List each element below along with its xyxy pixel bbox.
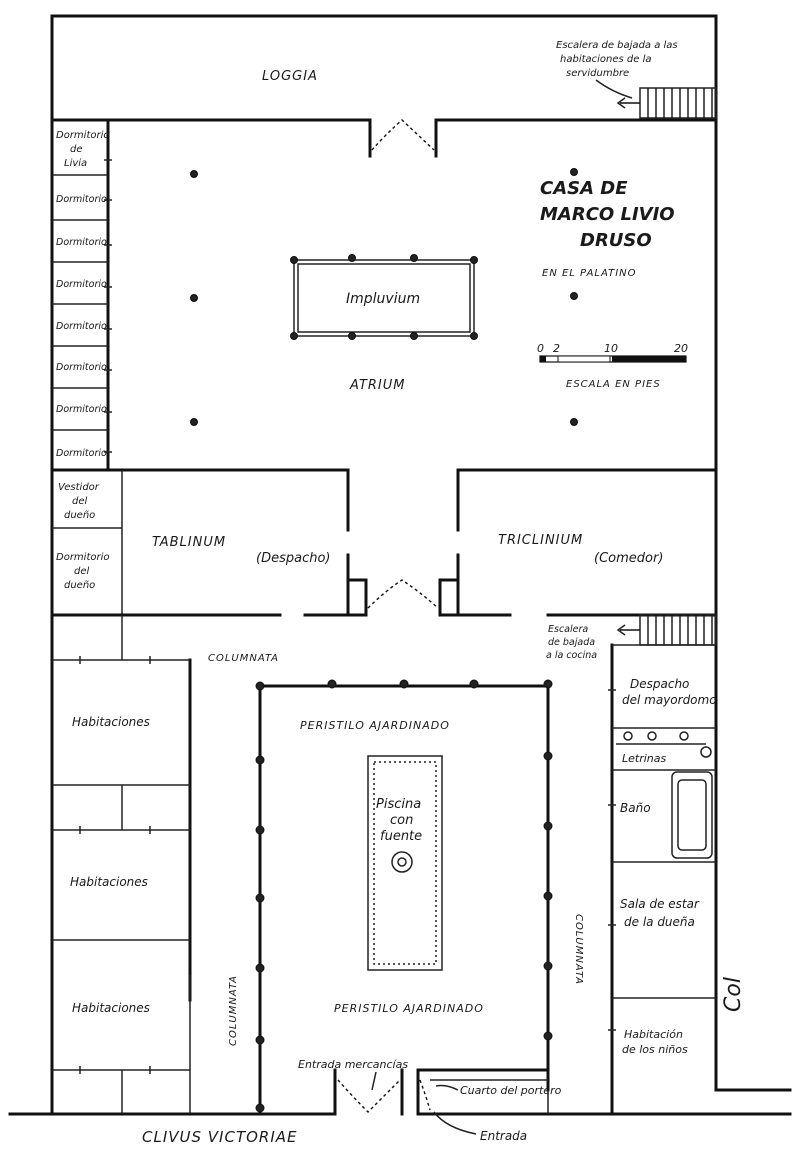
label-piscina-2: con [390, 813, 413, 828]
title-location: EN EL PALATINO [542, 268, 637, 279]
right-room-labels: Despacho del mayordomo Letrinas Baño Sal… [620, 677, 717, 1056]
peristyle [258, 684, 550, 1116]
artist-signature: Col [721, 977, 746, 1012]
label-dormitorio-1: Dormitorio [56, 194, 107, 205]
stairs-kitchen [616, 614, 717, 646]
loggia-wall [50, 118, 718, 158]
label-dormitorio-4: Dormitorio [56, 321, 107, 332]
arrow-escalera-servidumbre [595, 79, 633, 99]
note-escalera-servidumbre-1: Escalera de bajada a las [556, 40, 678, 51]
note-cuarto-portero: Cuarto del portero [460, 1084, 562, 1097]
label-peristilo-bottom: PERISTILO AJARDINADO [334, 1002, 484, 1015]
note-entrada-mercancias: Entrada mercancías [298, 1058, 408, 1071]
title-line-1: CASA DE [540, 178, 628, 199]
label-dormitorio-livia-3: Livia [64, 158, 87, 169]
label-triclinium: TRICLINIUM [498, 533, 583, 548]
right-rooms-walls [608, 643, 716, 1116]
label-piscina-1: Piscina [376, 797, 421, 812]
scale-tick-10: 10 [604, 342, 618, 355]
label-vestidor-1: Vestidor [58, 482, 100, 493]
label-dormitorio-6: Dormitorio [56, 404, 107, 415]
label-habitaciones-2: Habitaciones [70, 875, 148, 889]
label-letrinas: Letrinas [622, 752, 667, 765]
label-triclinium-note: (Comedor) [594, 551, 663, 566]
title-line-2: MARCO LIVIO [540, 204, 675, 225]
label-tablinum-note: (Despacho) [256, 551, 330, 566]
label-impluvium: Impluvium [346, 291, 420, 307]
label-columnata-right: COLUMNATA [573, 914, 584, 985]
label-dormitorio-5: Dormitorio [56, 362, 107, 373]
scale-bar: 0 2 10 20 ESCALA EN PIES [537, 342, 688, 390]
label-habitacion-ninos-2: de los niños [622, 1043, 688, 1056]
scale-tick-20: 20 [674, 342, 688, 355]
note-escalera-servidumbre-3: servidumbre [566, 68, 629, 79]
street-name: CLIVUS VICTORIAE [142, 1128, 298, 1146]
outer-walls [8, 14, 792, 1116]
label-atrium: ATRIUM [349, 378, 406, 393]
plan-title: CASA DE MARCO LIVIO DRUSO EN EL PALATINO [540, 178, 675, 279]
label-peristilo-top: PERISTILO AJARDINADO [300, 719, 450, 732]
middle-walls [303, 468, 718, 617]
label-despacho-mayordomo-1: Despacho [630, 677, 689, 691]
habitaciones-walls [52, 615, 192, 1114]
label-dormitorio-dueno-3: dueño [64, 580, 95, 591]
label-sala-estar-2: de la dueña [624, 915, 695, 929]
label-vestidor-3: dueño [64, 510, 95, 521]
label-habitaciones-3: Habitaciones [72, 1001, 150, 1015]
note-escalera-cocina-1: Escalera [548, 624, 588, 635]
label-despacho-mayordomo-2: del mayordomo [622, 693, 717, 707]
label-columnata-left: COLUMNATA [228, 975, 239, 1046]
label-habitaciones-1: Habitaciones [72, 715, 150, 729]
label-piscina-3: fuente [380, 829, 422, 844]
note-escalera-cocina-3: a la cocina [546, 650, 597, 661]
label-dormitorio-dueno-1: Dormitorio [56, 552, 110, 563]
label-bano: Baño [620, 801, 651, 815]
scale-tick-2: 2 [553, 342, 560, 355]
label-loggia: LOGGIA [262, 69, 318, 84]
label-dormitorio-livia-1: Dormitorio [56, 130, 110, 141]
note-escalera-cocina-2: de bajada [548, 637, 595, 648]
note-escalera-servidumbre-2: habitaciones de la [560, 54, 652, 65]
label-dormitorio-7: Dormitorio [56, 448, 107, 459]
label-vestidor-2: del [72, 496, 88, 507]
label-tablinum: TABLINUM [152, 535, 226, 550]
label-dormitorio-3: Dormitorio [56, 279, 107, 290]
arrow-entrada [433, 1111, 477, 1135]
label-dormitorio-2: Dormitorio [56, 237, 107, 248]
impluvium-basin [293, 259, 475, 337]
arrow-cuarto-portero [435, 1084, 459, 1091]
label-habitacion-ninos-1: Habitación [624, 1028, 683, 1041]
label-dormitorio-dueno-2: del [74, 566, 90, 577]
left-room-labels: Dormitorio de Livia Dormitorio Dormitori… [56, 130, 150, 1015]
label-dormitorio-livia-2: de [70, 144, 83, 155]
title-line-3: DRUSO [580, 230, 652, 251]
annotations: Escalera de bajada a las habitaciones de… [142, 40, 746, 1146]
scale-tick-0: 0 [537, 342, 544, 355]
scale-caption: ESCALA EN PIES [566, 379, 661, 390]
arrow-entrada-mercancias [371, 1071, 377, 1091]
columns [190, 168, 578, 1113]
stairs-servants [616, 87, 717, 119]
label-sala-estar-1: Sala de estar [620, 897, 700, 911]
left-rooms-walls [50, 118, 350, 617]
label-columnata-top: COLUMNATA [208, 653, 279, 664]
note-entrada: Entrada [480, 1129, 527, 1143]
